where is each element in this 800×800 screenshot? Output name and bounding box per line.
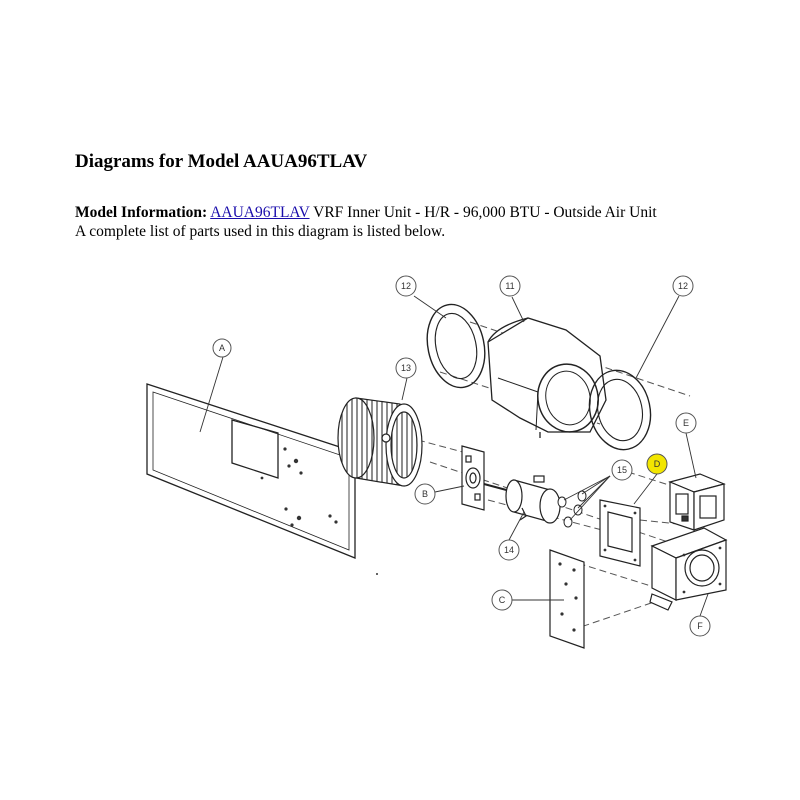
terminal-box-e: [668, 473, 726, 531]
svg-text:13: 13: [401, 363, 411, 373]
callout-d[interactable]: D: [646, 453, 668, 475]
callout-12-right[interactable]: 12: [672, 275, 694, 297]
callout-c[interactable]: C: [491, 589, 513, 611]
inlet-ring-right: [588, 369, 652, 451]
callout-13[interactable]: 13: [395, 357, 417, 379]
callout-12-left[interactable]: 12: [395, 275, 417, 297]
callout-14[interactable]: 14: [498, 539, 520, 561]
fan-deck-f: [649, 527, 728, 611]
svg-text:A: A: [219, 343, 225, 353]
svg-text:C: C: [499, 595, 506, 605]
callout-b[interactable]: B: [414, 483, 436, 505]
model-link[interactable]: AAUA96TLAV: [210, 204, 310, 221]
svg-text:11: 11: [505, 281, 514, 291]
callout-e[interactable]: E: [675, 412, 697, 434]
svg-text:12: 12: [401, 281, 411, 291]
svg-text:14: 14: [504, 545, 514, 555]
cover-panel-a: [146, 383, 378, 575]
model-description: VRF Inner Unit - H/R - 96,000 BTU - Outs…: [309, 204, 657, 221]
inlet-ring-left: [426, 303, 486, 389]
blower-housing: [487, 317, 607, 438]
parts-note: A complete list of parts used in this di…: [75, 223, 446, 240]
leader-lines: [199, 295, 709, 617]
callout-11[interactable]: 11: [499, 275, 521, 297]
svg-text:F: F: [697, 621, 703, 631]
model-info-line: Model Information: AAUA96TLAV VRF Inner …: [75, 203, 657, 222]
callout-15[interactable]: 15: [611, 459, 633, 481]
gasket-plate-d: [599, 499, 641, 567]
svg-text:15: 15: [617, 465, 627, 475]
model-info: Model Information: AAUA96TLAV VRF Inner …: [75, 203, 657, 241]
callout-f[interactable]: F: [689, 615, 711, 637]
svg-text:B: B: [422, 489, 428, 499]
svg-text:D: D: [654, 459, 661, 469]
model-info-label: Model Information:: [75, 204, 208, 221]
motor-bracket-b: [461, 445, 485, 511]
callout-a[interactable]: A: [212, 338, 232, 358]
page-title: Diagrams for Model AAUA96TLAV: [75, 151, 368, 172]
svg-text:E: E: [683, 418, 689, 428]
mounting-plate-c: [549, 549, 585, 649]
motor: [483, 475, 561, 524]
mount-fittings: [557, 490, 587, 528]
blower-wheel: [337, 397, 423, 487]
svg-text:12: 12: [678, 281, 688, 291]
